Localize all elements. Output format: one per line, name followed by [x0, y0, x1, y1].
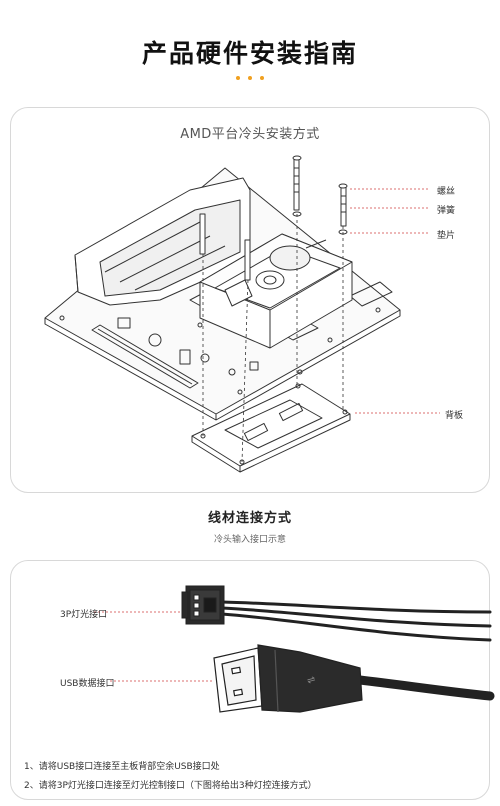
argb-cable-wire	[220, 612, 492, 642]
usb-symbol-icon: ⇌	[306, 674, 317, 687]
backplate-illustration	[191, 383, 351, 473]
argb-connector-illustration	[181, 585, 225, 625]
cold-plate-illustration	[199, 233, 353, 349]
argb-cable-wire	[220, 606, 492, 628]
wiring-note-1: 1、请将USB接口连接至主板背部空余USB接口处	[24, 762, 220, 772]
callout-label-spring: 弹簧	[437, 206, 456, 216]
usb-connector-illustration: ⇌	[213, 644, 363, 713]
wiring-note-2: 2、请将3P灯光接口连接至灯光控制接口（下图将给出3种灯控连接方式）	[24, 781, 317, 791]
decoration-dot	[248, 76, 252, 80]
decoration-dot	[236, 76, 240, 80]
usb-cable	[355, 675, 495, 701]
assembly-guide-lines	[202, 214, 344, 463]
wiring-section-subtitle: 冷头输入接口示意	[213, 535, 286, 545]
wiring-section-title: 线材连接方式	[207, 511, 292, 526]
callout-label-backplate: 背板	[445, 411, 464, 421]
install-card-title: AMD平台冷头安装方式	[180, 127, 320, 142]
argb-port-label: 3P灯光接口	[60, 610, 108, 620]
screw-assembly-illustration	[199, 155, 348, 281]
usb-port-label: USB数据接口	[60, 679, 115, 689]
callout-label-washer: 垫片	[437, 231, 456, 241]
decoration-dot	[260, 76, 264, 80]
title-decoration-dots	[0, 76, 500, 84]
argb-cable-wire	[220, 600, 492, 614]
page-title: 产品硬件安装指南	[141, 39, 358, 68]
callout-label-screw: 螺丝	[437, 187, 456, 197]
